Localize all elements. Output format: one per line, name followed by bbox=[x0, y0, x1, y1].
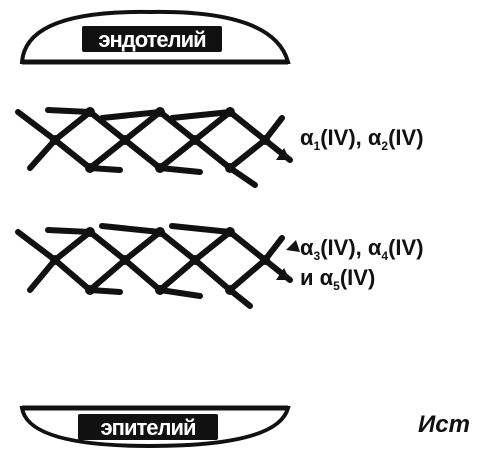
network-1-label: α1(IV), α2(IV) bbox=[300, 125, 424, 153]
epithelium-label: эпителий bbox=[101, 415, 196, 440]
collagen-network-1 bbox=[15, 107, 293, 188]
svg-text:α1(IV), α2(IV): α1(IV), α2(IV) bbox=[300, 125, 424, 153]
network-2-label: α3(IV), α4(IV) и α5(IV) bbox=[300, 235, 424, 293]
source-caption: Ист bbox=[418, 411, 470, 438]
endothelium-cell: эндотелий bbox=[19, 9, 291, 65]
collagen-network-2 bbox=[15, 223, 300, 309]
alpha-1: α bbox=[300, 125, 314, 150]
epithelium-cell: эпителий bbox=[19, 405, 291, 449]
endothelium-label: эндотелий bbox=[98, 27, 205, 52]
svg-text:α3(IV), α4(IV): α3(IV), α4(IV) bbox=[300, 235, 424, 263]
svg-text:и α5(IV): и α5(IV) bbox=[300, 265, 375, 293]
